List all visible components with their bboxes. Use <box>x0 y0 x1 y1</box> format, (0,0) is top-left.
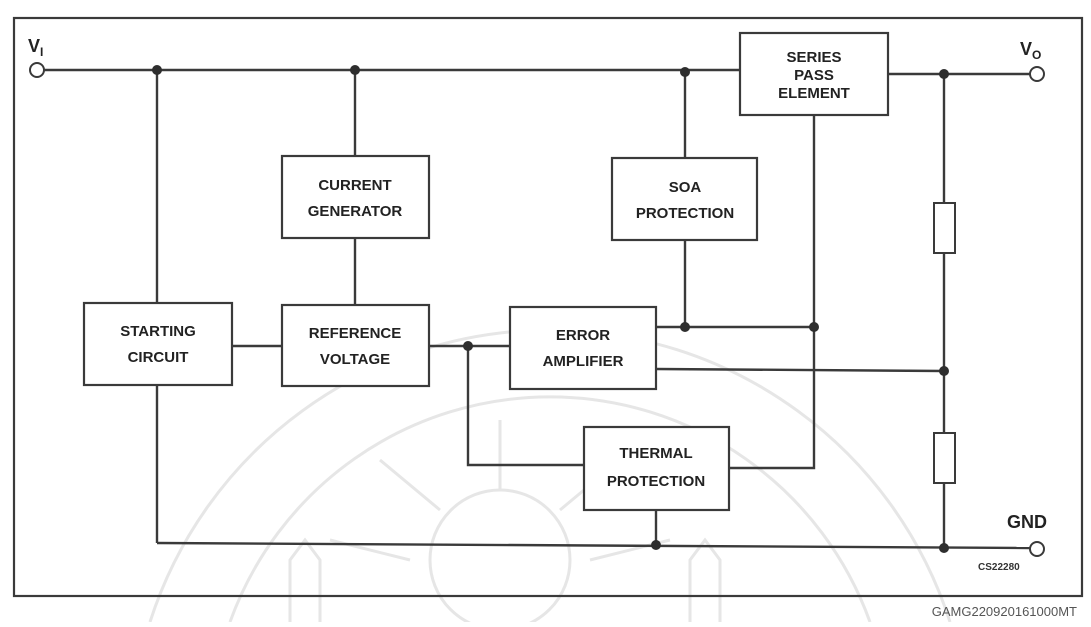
error-amplifier-line-2: AMPLIFIER <box>543 353 624 370</box>
starting-circuit-block: STARTING CIRCUIT <box>82 301 234 387</box>
thermal-protection-line-1: THERMAL <box>619 445 692 462</box>
soa-protection-line-2: PROTECTION <box>636 205 734 222</box>
error-amplifier-block: ERROR AMPLIFIER <box>508 305 658 391</box>
series-pass-line-2: PASS <box>794 67 834 84</box>
reference-voltage-line-2: VOLTAGE <box>320 351 390 368</box>
vo-label: VO <box>1020 39 1041 62</box>
vi-label: VI <box>28 36 43 59</box>
gnd-label: GND <box>1007 512 1047 532</box>
starting-circuit-line-1: STARTING <box>120 323 196 340</box>
footer-code: GAMG220920161000MT <box>932 604 1077 619</box>
junction-dots <box>152 65 949 553</box>
current-generator-line-1: CURRENT <box>318 177 391 194</box>
vo-terminal <box>1029 66 1045 82</box>
thermal-protection-line-2: PROTECTION <box>607 473 705 490</box>
reference-voltage-line-1: REFERENCE <box>309 325 402 342</box>
series-pass-element-block: SERIES PASS ELEMENT <box>738 31 890 117</box>
lower-resistor <box>933 432 956 484</box>
vi-terminal <box>29 62 45 78</box>
diagram-frame <box>12 16 1084 598</box>
current-generator-line-2: GENERATOR <box>308 203 403 220</box>
soa-protection-block: SOA PROTECTION <box>610 156 759 242</box>
drawing-code: CS22280 <box>978 562 1020 573</box>
series-pass-line-1: SERIES <box>786 49 841 66</box>
series-pass-line-3: ELEMENT <box>778 85 850 102</box>
thermal-protection-block: THERMAL PROTECTION <box>582 425 731 512</box>
upper-resistor <box>933 202 956 254</box>
gnd-terminal <box>1029 541 1045 557</box>
wires <box>44 68 1031 550</box>
error-amplifier-line-1: ERROR <box>556 327 610 344</box>
reference-voltage-block: REFERENCE VOLTAGE <box>280 303 431 388</box>
starting-circuit-line-2: CIRCUIT <box>128 349 189 366</box>
current-generator-block: CURRENT GENERATOR <box>280 154 431 240</box>
soa-protection-line-1: SOA <box>669 179 702 196</box>
